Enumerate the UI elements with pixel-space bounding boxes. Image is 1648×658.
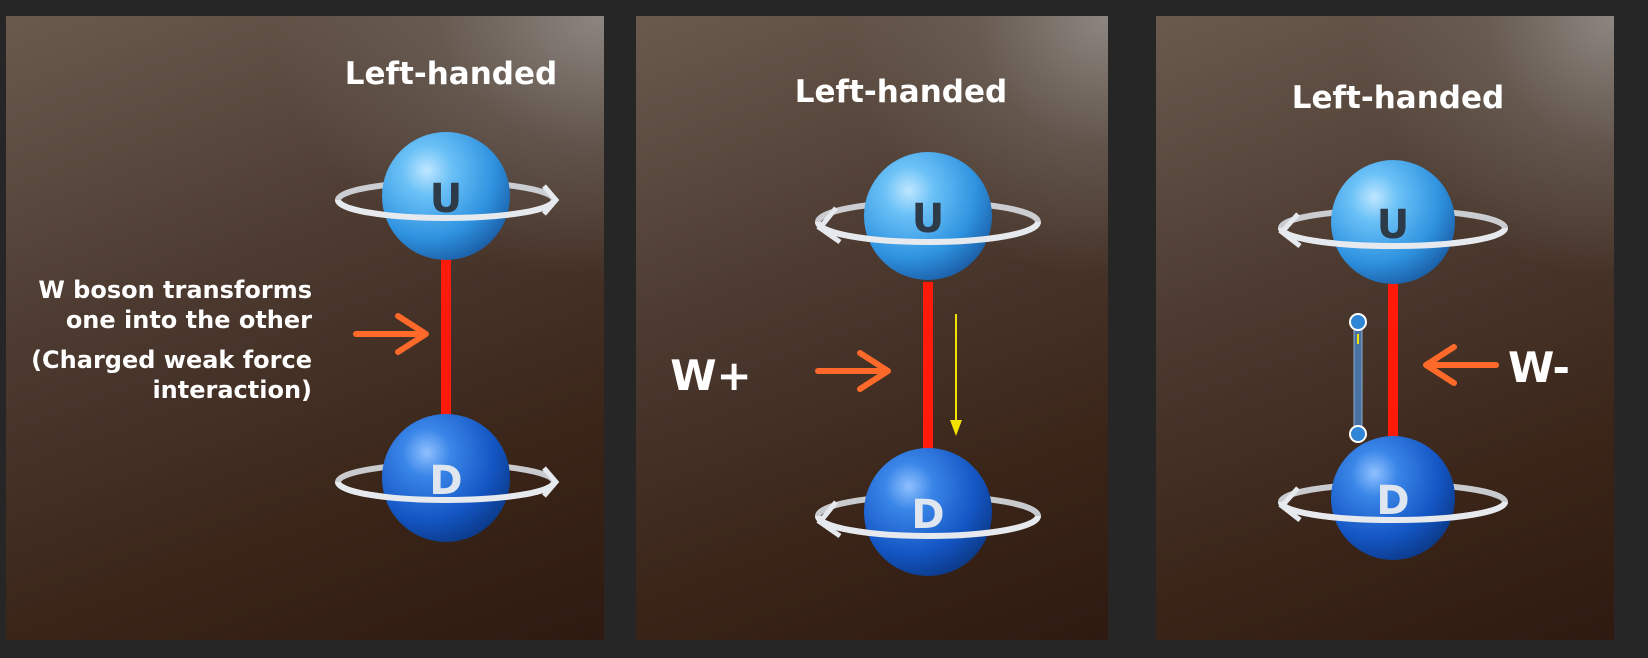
selection-handle-top[interactable] [1349, 313, 1367, 331]
up-quark-ball [382, 132, 510, 260]
pointer-arrow-left-icon [1423, 344, 1499, 386]
description-line-3: (Charged weak force [31, 346, 312, 374]
spin-ring-front [1278, 501, 1508, 523]
w-plus-label: W+ [670, 351, 752, 400]
spin-arrow-left-icon [1278, 212, 1302, 248]
down-quark-ball [1331, 436, 1455, 560]
panel-charged-weak-interaction: Left-handed U D W boson transforms [6, 16, 604, 640]
up-quark-ball [864, 152, 992, 280]
spin-ring-front [335, 199, 557, 221]
selection-handle-bottom[interactable] [1349, 425, 1367, 443]
panel-w-minus: Left-handed U D [1156, 16, 1614, 640]
up-quark-letter: U [912, 196, 944, 242]
spin-arrow-right-icon [542, 184, 560, 216]
pointer-arrow-right-icon [353, 313, 429, 355]
description-line-4: interaction) [152, 376, 312, 404]
w-minus-label: W- [1508, 343, 1570, 392]
panel-heading: Left-handed [1292, 80, 1504, 116]
description-line-1: W boson transforms [38, 276, 312, 304]
up-quark-sphere: U [1278, 160, 1508, 284]
up-quark-ball [1331, 160, 1455, 284]
down-quark-letter: D [429, 458, 462, 504]
pointer-arrow-right-icon [815, 350, 891, 392]
down-quark-sphere: D [1278, 436, 1508, 560]
panel-w-plus: Left-handed U D W+ [636, 16, 1108, 640]
down-quark-sphere: D [335, 414, 560, 542]
spin-ring-front [815, 221, 1041, 245]
down-quark-letter: D [1376, 478, 1409, 524]
up-quark-letter: U [430, 176, 462, 222]
yellow-down-arrow-icon [950, 314, 962, 436]
down-quark-letter: D [911, 492, 944, 538]
spin-ring-front [335, 481, 557, 503]
spin-arrow-left-icon [1278, 486, 1302, 522]
spin-arrow-left-icon [816, 206, 842, 245]
up-quark-sphere: U [335, 132, 560, 260]
spin-ring-front [1278, 227, 1508, 249]
panel-heading: Left-handed [345, 56, 557, 92]
up-quark-letter: U [1377, 202, 1409, 248]
spin-arrow-left-icon [816, 500, 842, 539]
up-quark-sphere: U [815, 152, 1041, 280]
down-quark-ball [864, 448, 992, 576]
spin-ring-front [815, 515, 1041, 539]
panel-heading: Left-handed [795, 74, 1007, 110]
selected-arrow-handle[interactable] [1349, 313, 1367, 443]
down-quark-ball [382, 414, 510, 542]
spin-arrow-right-icon [542, 466, 560, 498]
description-line-2: one into the other [66, 306, 312, 334]
down-quark-sphere: D [815, 448, 1041, 576]
